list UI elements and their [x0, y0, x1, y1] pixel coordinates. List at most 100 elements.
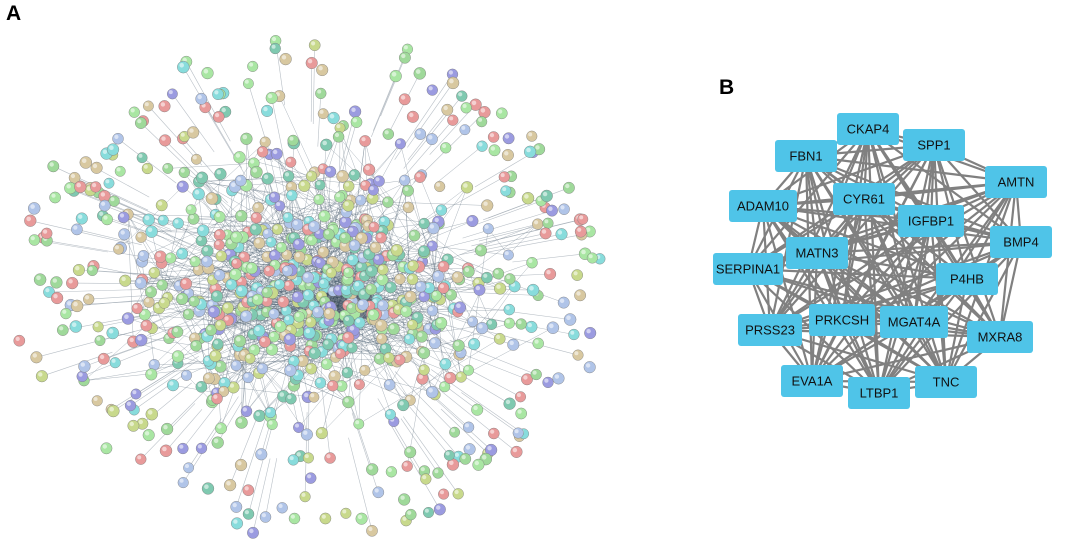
network-a-edge [135, 364, 183, 395]
network-a-node [383, 378, 396, 391]
network-a-edge [186, 61, 231, 142]
network-a-edge [475, 200, 542, 226]
network-a-edge [217, 401, 242, 443]
network-a-node [265, 343, 279, 356]
network-a-edge [339, 127, 382, 238]
network-a-edge [414, 220, 473, 236]
hub-node-p4hb: P4HB [936, 263, 998, 295]
hub-node-ckap4: CKAP4 [837, 113, 899, 145]
hub-node-spp1: SPP1 [903, 129, 965, 161]
network-a-edge [407, 82, 454, 148]
network-a-edge [172, 384, 217, 394]
network-a-edge [392, 385, 450, 456]
hub-node-label: MXRA8 [978, 330, 1023, 345]
network-a-edge [238, 199, 320, 248]
network-a-edge [443, 287, 462, 378]
hub-node-mxra8: MXRA8 [967, 321, 1033, 353]
hub-node-label: SPP1 [917, 138, 950, 153]
hub-node-label: CYR61 [843, 192, 885, 207]
network-a-edge [222, 199, 320, 323]
network-a-edge [137, 308, 225, 384]
hub-node-matn3: MATN3 [786, 237, 848, 269]
network-a-edge [461, 392, 519, 434]
network-a-edge [321, 382, 331, 459]
network-a-edge [468, 271, 492, 325]
hub-node-prss23: PRSS23 [738, 314, 802, 346]
network-a-edge [431, 277, 488, 393]
network-a-edge [317, 93, 322, 147]
network-a-edge [144, 314, 281, 327]
network-a-edge [373, 75, 396, 131]
hub-node-label: CKAP4 [847, 122, 890, 137]
network-a-edge [77, 296, 175, 307]
network-a-edge [409, 352, 462, 401]
network-a-edge [462, 210, 553, 239]
network-a-edge [252, 458, 271, 533]
network-a-edge [240, 178, 268, 293]
network-a-edge [222, 322, 292, 399]
network-a-edge [48, 288, 164, 293]
network-a-edge [151, 343, 218, 375]
network-a-edge [348, 437, 373, 531]
network-a-edge [190, 141, 266, 210]
network-a-edge [390, 423, 441, 510]
network-a-edge [380, 237, 462, 378]
network-a-edge [112, 332, 197, 347]
hub-node-label: TNC [933, 375, 960, 390]
network-a-edge [419, 177, 440, 224]
hub-node-label: LTBP1 [860, 386, 899, 401]
network-a-edge [341, 347, 353, 387]
network-a-node [406, 273, 419, 286]
network-a-edge [402, 416, 459, 494]
network-a-edge [124, 234, 170, 339]
network-a-edge [382, 230, 499, 274]
network-a-edge [309, 313, 377, 352]
panel-b-label: B [719, 76, 735, 99]
network-a-nodes [13, 35, 606, 539]
network-a-edge [267, 178, 347, 213]
network-a-edge [201, 177, 346, 239]
network-a-edge [347, 372, 411, 401]
network-a-edge [170, 257, 275, 266]
network-a-edge [428, 380, 517, 453]
hub-node-prkcsh: PRKCSH [809, 304, 875, 336]
network-a-edge [236, 417, 267, 507]
network-a-edge [371, 49, 408, 138]
network-a-node [353, 379, 365, 391]
network-a-node [156, 279, 168, 291]
network-a-edge [204, 107, 246, 176]
network-a-edge [258, 207, 320, 283]
panel-a-label: A [6, 2, 22, 25]
hub-node-ltbp1: LTBP1 [848, 377, 910, 409]
network-a-edge [199, 338, 213, 402]
network-a-edge [287, 201, 388, 218]
network-a-edge [279, 205, 440, 225]
hub-node-bmp4: BMP4 [990, 226, 1052, 258]
network-a-edge [437, 145, 483, 183]
network-a-edge [432, 245, 509, 256]
network-a-node [118, 228, 131, 241]
hub-node-cyr61: CYR61 [833, 183, 895, 215]
network-a-edge [127, 214, 147, 326]
network-a-edge [338, 136, 433, 247]
network-a-edge [248, 83, 273, 162]
network-a-edge [247, 311, 268, 378]
hub-node-igfbp1: IGFBP1 [898, 205, 964, 237]
network-a-edge [399, 279, 407, 357]
network-a-edge [88, 295, 151, 300]
network-a-edge [310, 62, 313, 122]
network-a-edge [164, 140, 228, 204]
network-a-edge [193, 218, 298, 225]
network-a-edge [394, 371, 455, 433]
network-a-node [192, 187, 205, 201]
network-a-edge [73, 190, 171, 230]
hub-node-label: P4HB [950, 272, 984, 287]
network-a-edge [508, 223, 538, 256]
network-a-edge [349, 402, 373, 470]
hub-node-label: ADAM10 [737, 199, 789, 214]
network-a-edge [256, 287, 380, 359]
network-a-edge [158, 223, 179, 308]
network-a-node [503, 317, 515, 329]
network-a-edge [368, 225, 492, 325]
